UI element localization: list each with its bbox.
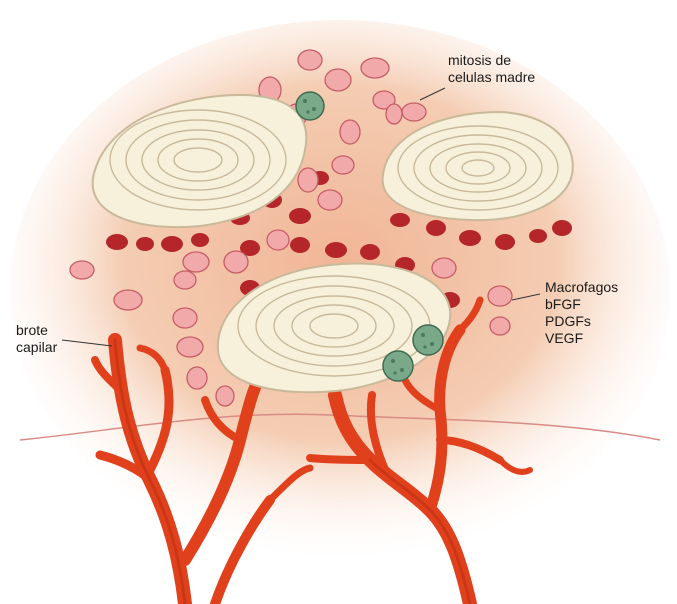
label-line: brote: [16, 322, 57, 339]
label-capillary-sprout: brote capilar: [16, 322, 57, 356]
label-line: mitosis de: [448, 52, 535, 69]
stem-cell: [383, 351, 413, 381]
label-line: VEGF: [545, 330, 618, 347]
label-line: bFGF: [545, 296, 618, 313]
label-stem-cell-mitosis: mitosis de celulas madre: [448, 52, 535, 86]
label-line: capilar: [16, 339, 57, 356]
stem-cell: [413, 325, 443, 355]
label-line: celulas madre: [448, 69, 535, 86]
label-line: Macrofagos: [545, 279, 618, 296]
label-growth-factors: Macrofagos bFGF PDGFs VEGF: [545, 279, 618, 347]
label-line: PDGFs: [545, 313, 618, 330]
stem-cell: [296, 92, 324, 120]
